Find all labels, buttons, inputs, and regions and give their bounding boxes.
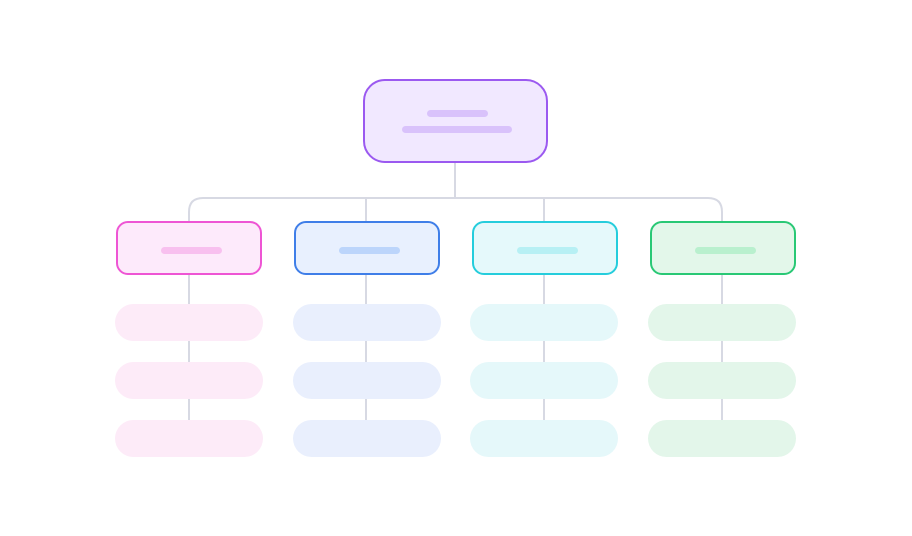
- leaf-node[interactable]: [293, 420, 441, 457]
- leaf-node[interactable]: [115, 304, 263, 341]
- leaf-node[interactable]: [648, 304, 796, 341]
- root-title-placeholder: [427, 110, 488, 117]
- leaf-node[interactable]: [293, 362, 441, 399]
- leaf-node[interactable]: [648, 420, 796, 457]
- leaf-node[interactable]: [115, 362, 263, 399]
- branch-label-placeholder: [517, 247, 578, 254]
- branch-node-1[interactable]: [116, 221, 262, 275]
- branch-label-placeholder: [695, 247, 756, 254]
- branch-label-placeholder: [161, 247, 222, 254]
- leaf-node[interactable]: [470, 304, 618, 341]
- root-subtitle-placeholder: [402, 126, 512, 133]
- root-node[interactable]: [363, 79, 548, 163]
- leaf-node[interactable]: [115, 420, 263, 457]
- leaf-node[interactable]: [293, 304, 441, 341]
- branch-node-3[interactable]: [472, 221, 618, 275]
- leaf-node[interactable]: [648, 362, 796, 399]
- branch-node-2[interactable]: [294, 221, 440, 275]
- branch-label-placeholder: [339, 247, 400, 254]
- branch-node-4[interactable]: [650, 221, 796, 275]
- leaf-node[interactable]: [470, 420, 618, 457]
- branch-bus: [188, 197, 723, 221]
- leaf-node[interactable]: [470, 362, 618, 399]
